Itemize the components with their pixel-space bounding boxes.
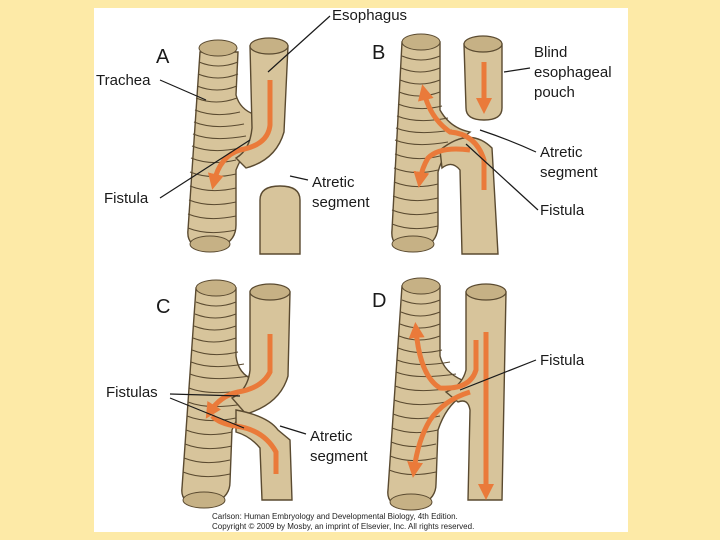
trachea-rings-c: [182, 279, 251, 509]
panel-c-drawing: [181, 279, 293, 509]
label-atretic-c-line1: Atretic: [310, 428, 353, 445]
lower-esophagus-b: [439, 136, 499, 255]
label-fistula-b: Fistula: [540, 202, 585, 219]
esophagus-upper-c: [230, 291, 291, 415]
credit-line1: Carlson: Human Embryology and Developmen…: [212, 512, 458, 521]
leader-fistula-a: [159, 139, 251, 199]
arrow-d-left: [407, 389, 471, 478]
label-fistula-a: Fistula: [104, 190, 149, 207]
label-trachea: Trachea: [96, 72, 151, 89]
leader-fistula-d: [459, 359, 537, 391]
panel-a-drawing: [187, 37, 301, 255]
leader-lines: [159, 15, 539, 435]
label-atretic-a-line1: Atretic: [312, 174, 355, 191]
leader-blind: [503, 67, 531, 73]
leader-fistula-b: [465, 143, 539, 211]
arrow-d-up: [408, 322, 479, 391]
label-atretic-b-line1: Atretic: [540, 144, 583, 161]
label-blind-line2: esophageal: [534, 64, 612, 81]
panel-letter-b: B: [372, 42, 386, 64]
leader-fistulas-2: [169, 397, 245, 429]
arrow-b-left: [413, 146, 471, 188]
leader-fistulas-1: [169, 393, 241, 397]
panel-letter-d: D: [372, 290, 387, 312]
arrow-c-upper: [205, 334, 273, 419]
label-atretic-c-line2: segment: [310, 448, 368, 465]
lower-esophagus-c: [235, 409, 293, 501]
figure-panel: [94, 8, 628, 532]
label-fistula-d: Fistula: [540, 352, 585, 369]
atretic-segment-a: [259, 185, 301, 255]
label-blind-line3: pouch: [534, 84, 575, 101]
leader-atretic-b: [479, 129, 537, 153]
leader-trachea: [159, 79, 207, 101]
label-atretic-b-line2: segment: [540, 164, 598, 181]
esophagus-upper-a: [234, 45, 289, 169]
leader-atretic-a: [289, 175, 309, 181]
label-atretic-a-line2: segment: [312, 194, 370, 211]
leader-atretic-c: [279, 425, 307, 435]
panel-d-drawing: [387, 277, 507, 511]
label-fistulas: Fistulas: [106, 384, 158, 401]
panel-letter-a: A: [156, 46, 170, 68]
label-esophagus: Esophagus: [332, 7, 408, 24]
panel-b-drawing: [391, 33, 503, 255]
leader-esophagus: [267, 15, 331, 73]
label-blind-line1: Blind: [534, 44, 568, 61]
arrow-b-up: [418, 84, 487, 190]
esophagus-d: [444, 291, 507, 501]
panel-letter-c: C: [156, 296, 171, 318]
arrow-a: [208, 80, 273, 190]
credit-line2: Copyright © 2009 by Mosby, an imprint of…: [212, 522, 475, 531]
arrow-c-lower: [210, 414, 279, 474]
